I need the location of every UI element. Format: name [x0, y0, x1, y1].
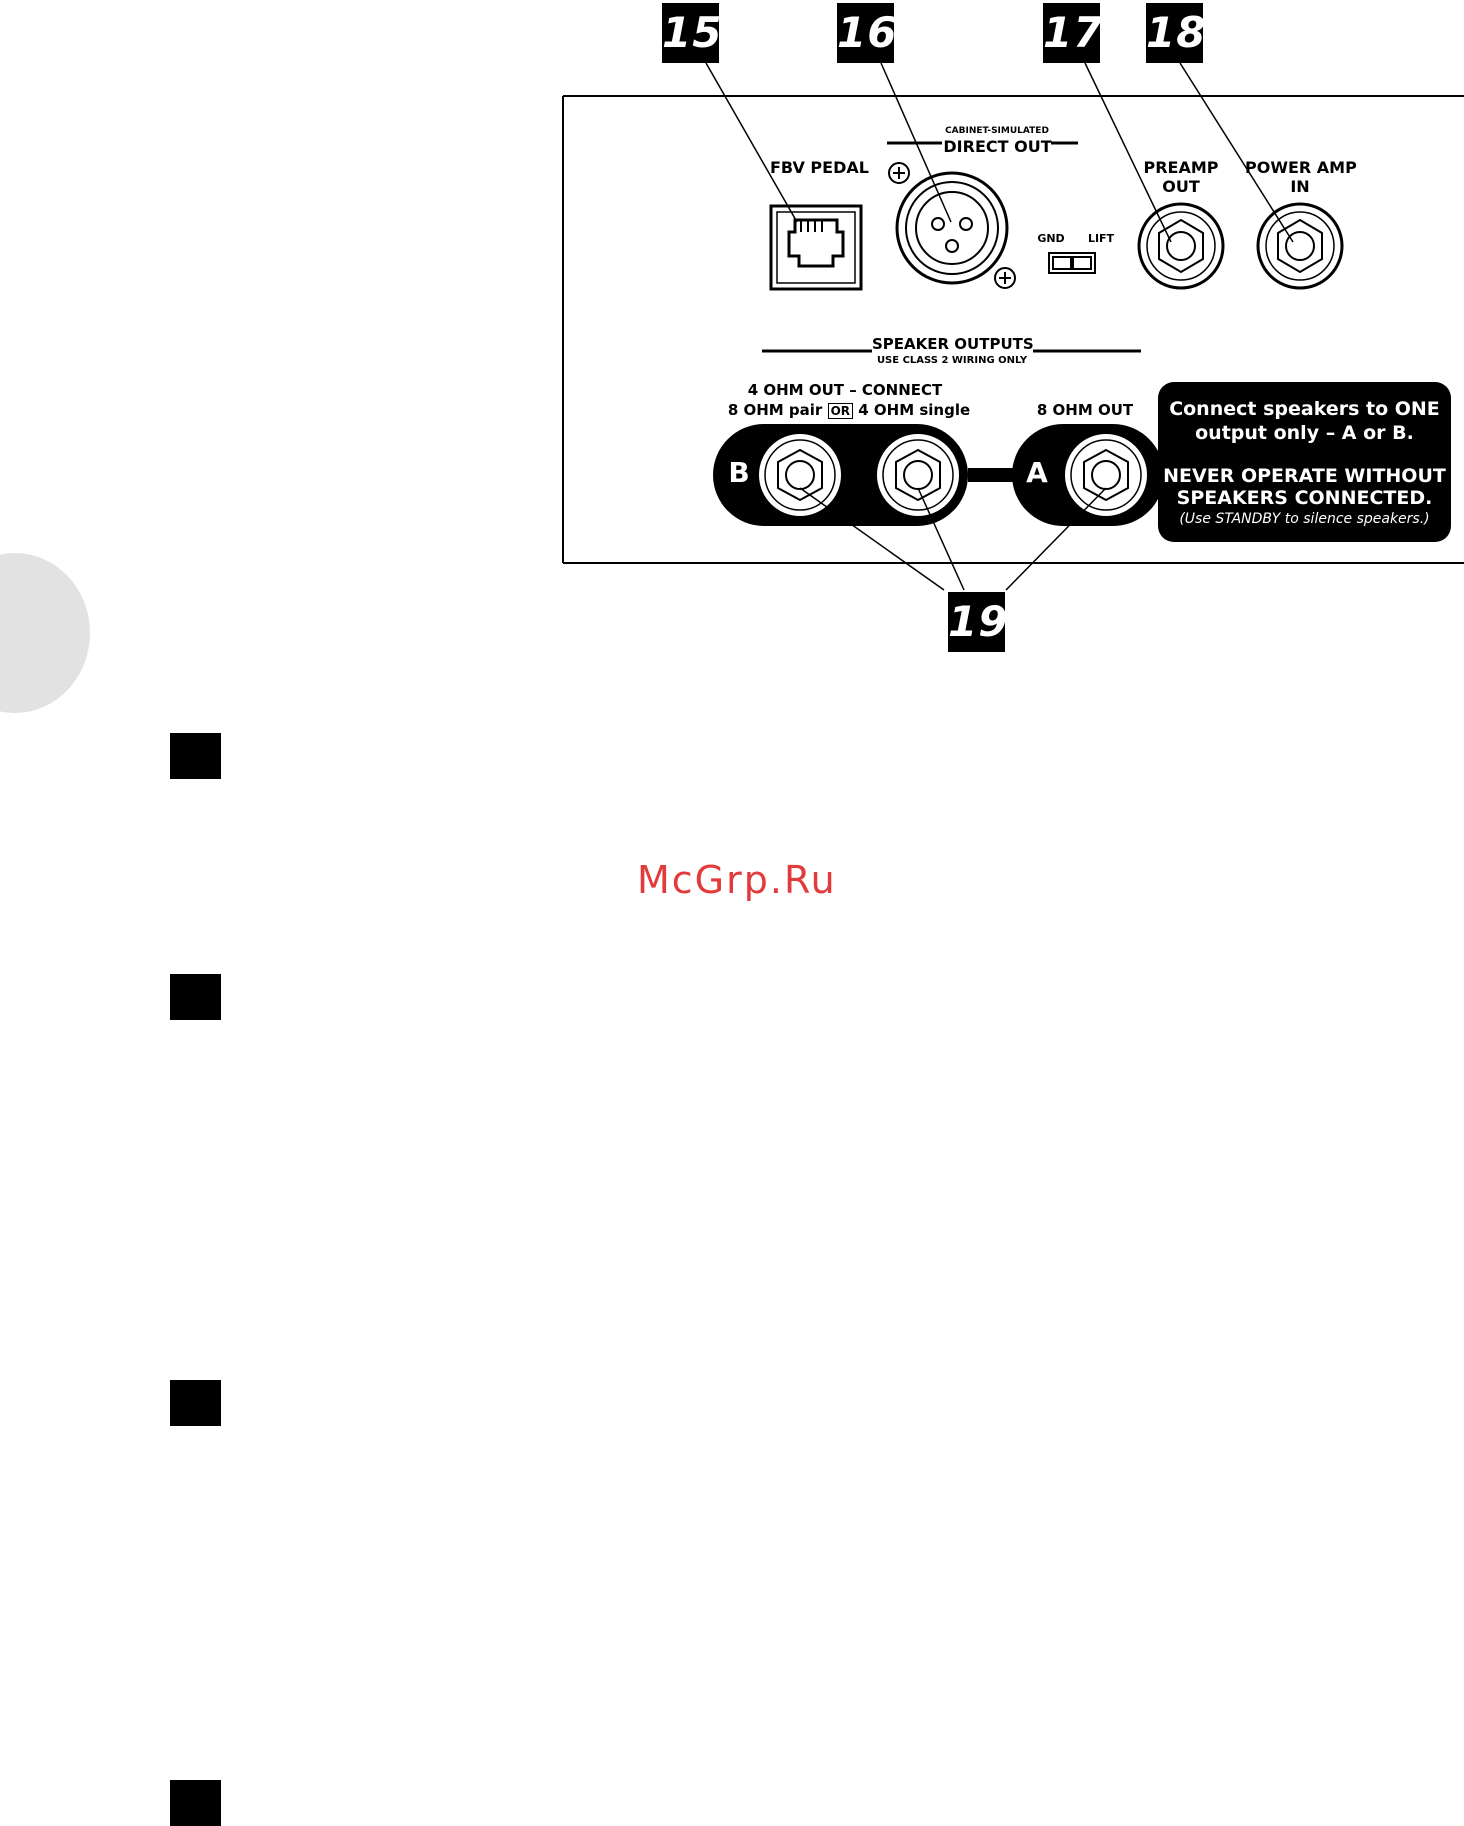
notice-line-3: NEVER OPERATE WITHOUT [1163, 465, 1446, 487]
section-marker [170, 974, 221, 1020]
b-output-label-line2: 8 OHM pair OR 4 OHM single [720, 402, 978, 419]
notice-line-2: output only – A or B. [1195, 422, 1414, 444]
preamp-out-jack [1137, 202, 1225, 290]
power-amp-in-label-1: POWER AMP [1245, 158, 1357, 177]
callout-17: 17 [1043, 3, 1102, 63]
b-output-or: OR [827, 403, 854, 419]
fbv-pedal-jack [769, 204, 863, 291]
notice-line-1: Connect speakers to ONE [1169, 398, 1440, 420]
b-output-letter: B [728, 456, 750, 489]
b-output-8ohm-pair: 8 OHM pair [727, 401, 823, 419]
preamp-out-label-1: PREAMP [1143, 158, 1219, 177]
watermark: McGrp.Ru [637, 858, 837, 902]
leader-lines [705, 62, 1294, 591]
section-marker [170, 1380, 221, 1426]
notice-line-4: SPEAKERS CONNECTED. [1176, 487, 1433, 509]
b-output-label-line1: 4 OHM OUT – CONNECT [747, 381, 943, 399]
section-marker [170, 733, 221, 779]
speaker-warning-notice: Connect speakers to ONE output only – A … [1158, 382, 1451, 542]
lift-label: LIFT [1087, 232, 1115, 245]
xlr-direct-out-jack [888, 162, 1016, 289]
b-output-4ohm-single: 4 OHM single [858, 401, 971, 419]
power-amp-in-label-2: IN [1290, 177, 1310, 196]
ground-lift-switch [1048, 252, 1096, 274]
speaker-outputs-heading: SPEAKER OUTPUTS [872, 335, 1034, 353]
callout-18: 18 [1146, 3, 1205, 63]
power-amp-in-jack [1256, 202, 1344, 290]
direct-out-sublabel: CABINET-SIMULATED [945, 126, 1049, 136]
a-output-letter: A [1026, 456, 1048, 489]
preamp-out-label-2: OUT [1162, 177, 1200, 196]
rear-panel-diagram [562, 62, 1464, 591]
callout-16: 16 [837, 3, 896, 63]
speaker-output-a [1012, 424, 1164, 526]
notice-line-5: (Use STANDBY to silence speakers.) [1179, 511, 1430, 527]
callout-19: 19 [948, 592, 1007, 652]
direct-out-label: DIRECT OUT [943, 137, 1052, 156]
fbv-pedal-label: FBV PEDAL [770, 158, 869, 177]
speaker-outputs-subheading: USE CLASS 2 WIRING ONLY [876, 355, 1028, 366]
gnd-label: GND [1037, 232, 1065, 245]
section-marker [170, 1780, 221, 1826]
speaker-output-b [713, 424, 968, 526]
callout-15: 15 [662, 3, 721, 63]
a-output-label: 8 OHM OUT [1036, 401, 1134, 419]
